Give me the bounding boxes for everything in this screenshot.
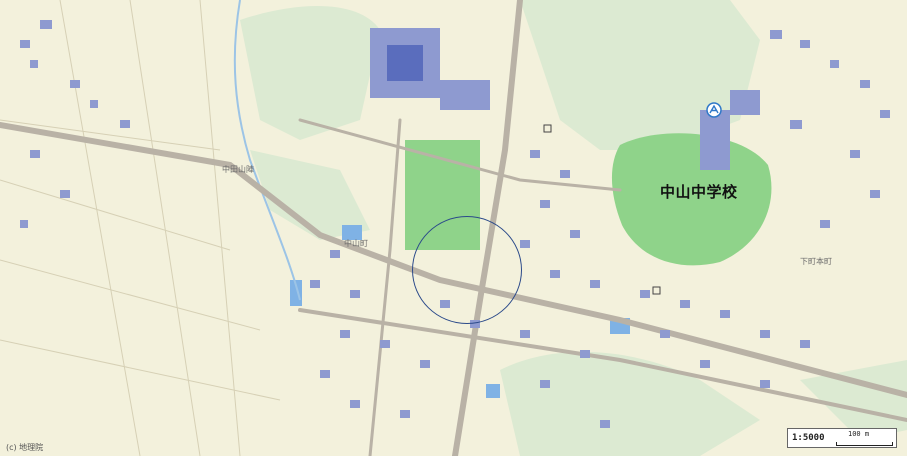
river [233, 0, 301, 301]
water-bodies [290, 225, 630, 398]
residential-blocks [20, 20, 890, 428]
schoolground [611, 133, 772, 266]
buildings [370, 28, 760, 170]
place-label-nw: 中田山陣 [222, 165, 254, 174]
main-building [387, 45, 423, 81]
post-office-icon [652, 286, 661, 295]
place-label-east: 下町本町 [800, 257, 832, 266]
scale-ratio: 1:5000 [792, 433, 825, 443]
school-icon [706, 102, 722, 118]
paddy-grid [0, 0, 281, 456]
scale-indicator: 1:5000 100 m [787, 428, 897, 448]
scale-distance: 100 m [848, 430, 870, 438]
map-attribution: (c) 地理院 [6, 443, 44, 452]
place-label-center: 中山町 [344, 239, 368, 248]
scale-bar [836, 442, 893, 446]
post-office-icon [543, 124, 552, 133]
location-marker-circle [412, 216, 522, 324]
school-label: 中山中学校 [660, 183, 738, 201]
